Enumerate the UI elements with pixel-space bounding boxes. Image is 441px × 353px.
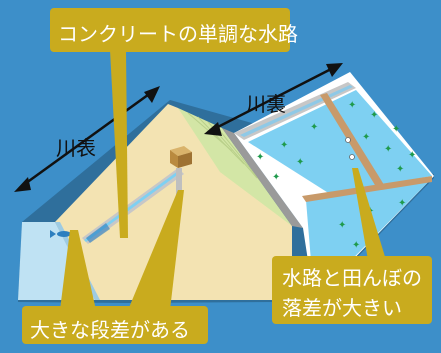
callout-bottom-left-text: 大きな段差がある (30, 318, 190, 342)
rice-plant-icon: ✦ (338, 220, 346, 231)
paddy-ridge-diagonal (320, 93, 386, 190)
rice-plant-icon: ✦ (370, 110, 378, 121)
rice-plant-icon: ✦ (310, 122, 318, 133)
callout-top-box (50, 8, 290, 52)
rice-plant-icon: ✦ (384, 144, 392, 155)
fish-icon (50, 230, 71, 238)
slope-grid-line (197, 116, 245, 165)
sluice-gate (170, 146, 192, 198)
rice-plant-icon: ✦ (398, 198, 406, 209)
rice-plant-icon: ✦ (408, 150, 416, 161)
callout-bottom-right-pointer (352, 168, 386, 260)
rice-plant-icon: ✦ (352, 240, 360, 251)
rice-plant-icon: ✦ (296, 157, 304, 168)
callout-top-pointer (110, 50, 128, 238)
rice-plant-icon: ✦ (256, 152, 264, 163)
water-gate-icon (345, 137, 351, 143)
callout-bottom-right-box (272, 256, 432, 324)
drain-inner (86, 223, 110, 243)
rice-plant-icon: ✦ (272, 172, 280, 183)
river-bank-lower (168, 104, 292, 300)
drain-water (84, 171, 180, 242)
callout-bottom-left-pointer (60, 230, 96, 310)
rice-plant-icon: ✦ (392, 124, 400, 135)
levee-crown (222, 128, 303, 228)
callout-bottom-right-line2: 落差が大きい (282, 296, 402, 320)
water-gate-icon (349, 154, 355, 160)
rice-plant-icon: ✦ (280, 140, 288, 151)
paddy-field-upper (248, 90, 432, 194)
levee-slope (178, 108, 292, 226)
river-bank-sand (55, 104, 168, 300)
kawaomote-label: 川表 (56, 136, 96, 160)
rice-plant-icon: ✦ (396, 164, 404, 175)
rice-plant-icon: ✦ (362, 132, 370, 143)
kawaomote-arrow (14, 86, 160, 192)
rice-plant-icon: ✦ (348, 100, 356, 111)
callout-bottom-left-pointer (128, 190, 184, 310)
kawaura-arrow (204, 63, 343, 136)
callout-bottom-right-line1: 水路と田んぼの (282, 266, 422, 290)
kawaura-label: 川裏 (246, 92, 286, 116)
paddy-ridge-horizontal (302, 176, 432, 202)
callout-top-text: コンクリートの単調な水路 (58, 22, 298, 46)
callout-bottom-left-box (22, 306, 208, 344)
